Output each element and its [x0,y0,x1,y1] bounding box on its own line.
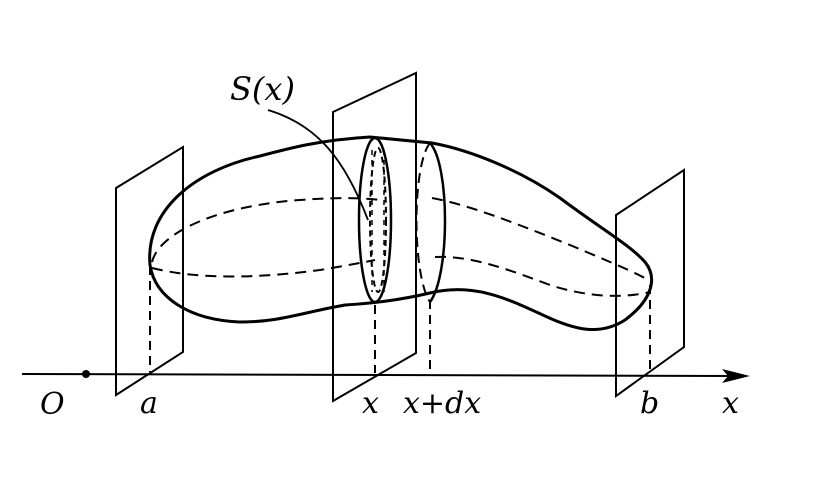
solid-outline [148,135,654,332]
section-leader-line [267,109,369,221]
label-section-area: S(x) [230,70,295,108]
label-a: a [140,386,158,421]
cross-section-x [357,136,393,304]
hidden-upper-contour [151,197,651,282]
x-axis-arrowhead [722,369,750,383]
cross-section-x-plus-dx-back [415,142,431,303]
plane-a [115,145,184,397]
label-x-plus-dx: x+dx [403,386,481,421]
plane-b [615,168,685,398]
label-b: b [640,386,659,421]
hidden-lower-contour [151,255,651,297]
label-origin: O [40,387,65,422]
label-axis-x: x [722,386,739,421]
cross-section-x-plus-dx-front [428,142,447,303]
label-x: x [362,386,379,421]
plane-x [332,71,417,403]
origin-point [82,370,90,378]
cross-section-x-hatching [369,147,387,293]
